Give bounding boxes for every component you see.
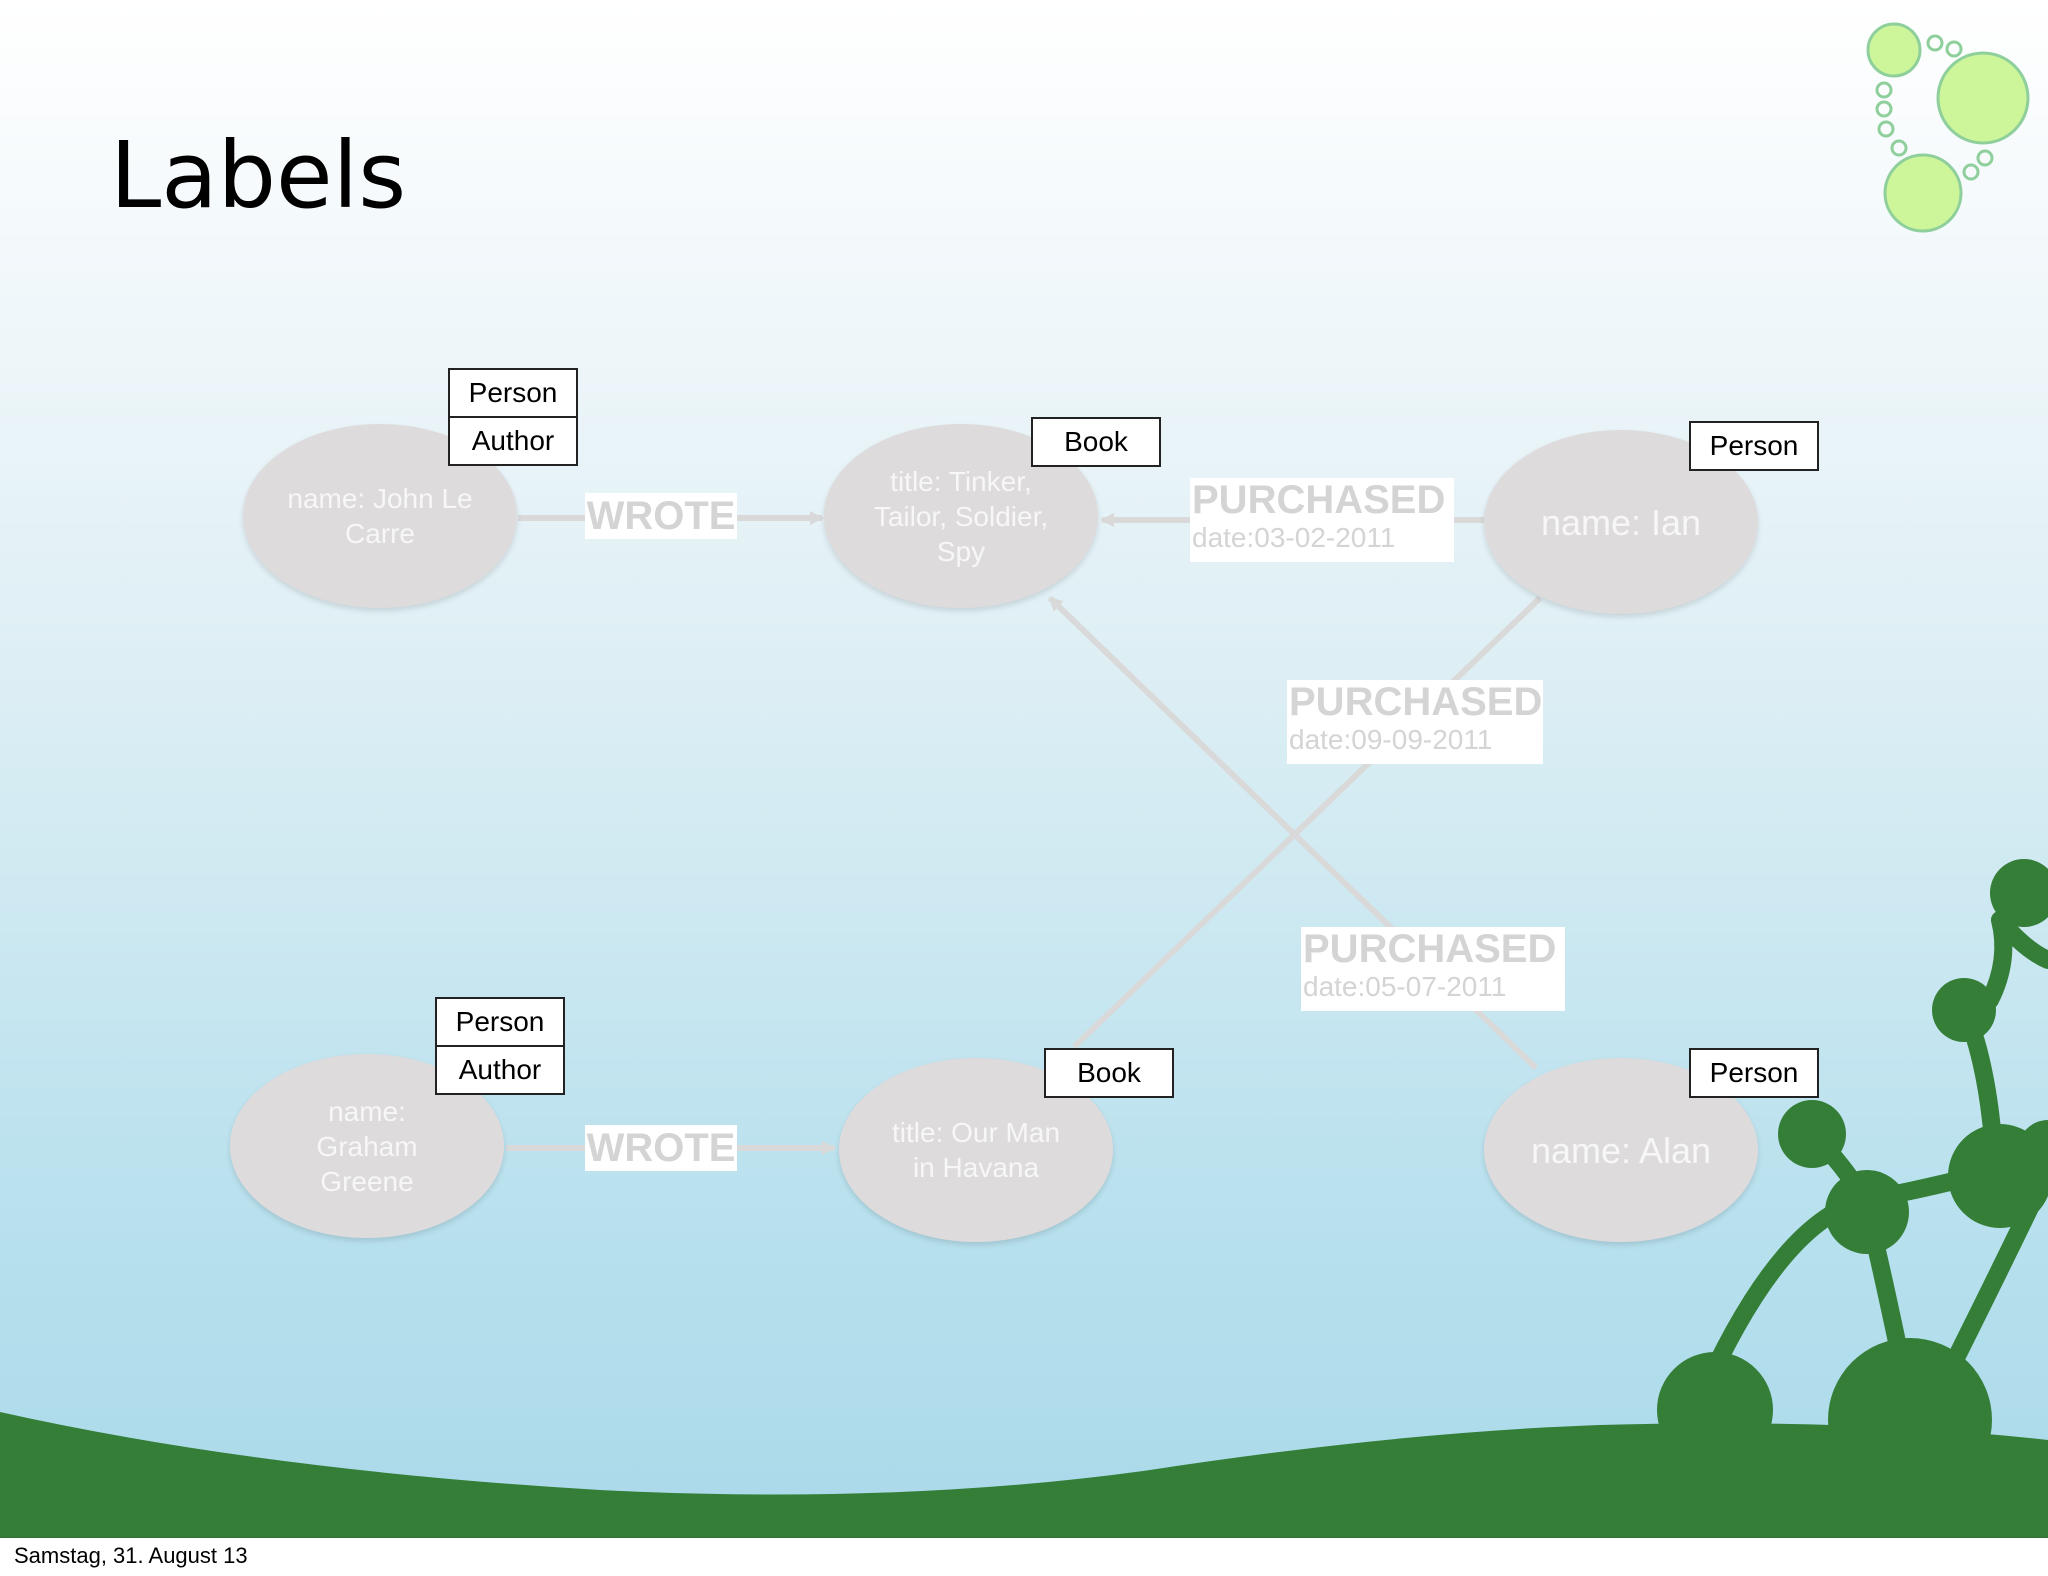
rel-date: date:05-07-2011	[1303, 971, 1507, 1002]
node-line: name: Ian	[1540, 501, 1702, 543]
node-line: name:	[328, 1095, 406, 1127]
label-tag-book: Book	[1031, 417, 1161, 467]
rel-label-wrote-top: WROTE	[585, 493, 737, 539]
label-tag-person: Person	[448, 368, 578, 418]
diagram-edges	[506, 511, 1543, 1155]
rel-type: PURCHASED	[1303, 927, 1557, 971]
node-line: Spy	[936, 535, 986, 567]
node-line: Tailor, Soldier,	[873, 500, 1049, 532]
rel-type: PURCHASED	[1289, 680, 1543, 724]
node-text: title: Tinker, Tailor, Soldier, Spy	[874, 464, 1048, 569]
node-text: title: Our Man in Havana	[892, 1115, 1060, 1185]
rel-label-ian-havana: PURCHASED date:09-09-2011	[1287, 680, 1543, 764]
node-line: title: Our Man	[891, 1117, 1061, 1148]
node-line: in Havana	[912, 1152, 1040, 1183]
label-tag-book: Book	[1044, 1048, 1174, 1098]
rel-label-ian-tinker: PURCHASED date:03-02-2011	[1190, 478, 1454, 562]
label-tag-author: Author	[448, 416, 578, 466]
rel-date: date:09-09-2011	[1289, 724, 1493, 755]
rel-label-alan-tinker: PURCHASED date:05-07-2011	[1301, 927, 1565, 1011]
label-tag-person: Person	[435, 997, 565, 1047]
node-text: name: Alan	[1531, 1128, 1711, 1173]
slide: Labels WROTE WROTE PURCHASED date:03-02-…	[0, 0, 2048, 1538]
node-line: name: Alan	[1530, 1129, 1712, 1171]
node-line: Greene	[320, 1165, 414, 1197]
label-tag-author: Author	[435, 1045, 565, 1095]
rel-label-wrote-bottom: WROTE	[585, 1125, 737, 1171]
bubbles-decoration	[1866, 22, 2030, 233]
node-line: title: Tinker,	[890, 465, 1032, 497]
footer-date: Samstag, 31. August 13	[14, 1543, 248, 1568]
node-line: name: John Le	[287, 483, 473, 514]
node-line: Carre	[344, 518, 415, 549]
label-tag-person: Person	[1689, 1048, 1819, 1098]
rel-type: PURCHASED	[1192, 478, 1446, 522]
slide-background-art	[0, 22, 2048, 1537]
node-line: Graham	[316, 1130, 418, 1162]
hill-decoration	[0, 1412, 2048, 1537]
node-text: name: Ian	[1541, 500, 1701, 545]
edge-ian-havana	[1071, 595, 1543, 1050]
node-text: name: John Le Carre	[287, 481, 472, 551]
slide-title: Labels	[110, 122, 407, 229]
node-text: name: Graham Greene	[316, 1094, 417, 1199]
label-tag-person: Person	[1689, 421, 1819, 471]
rel-date: date:03-02-2011	[1192, 522, 1396, 553]
